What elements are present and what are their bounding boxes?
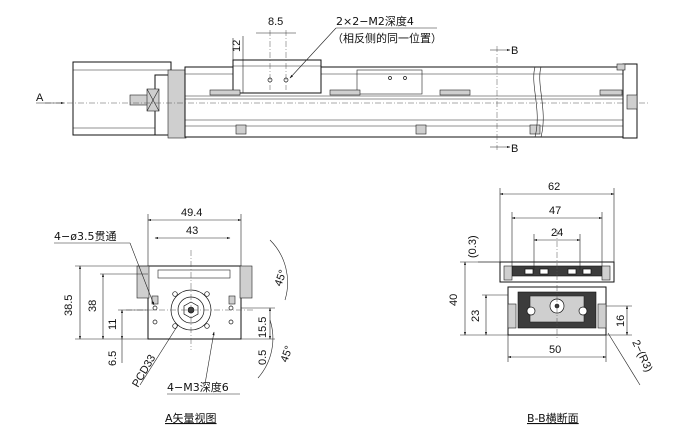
a-view: 49.4 43 4−ø3.5贯通 38.5 38 11 6.5 15.5 0.5…: [54, 207, 296, 425]
tapped-hole-note-sub: （相反侧的同一位置）: [332, 31, 442, 45]
dim-8-5: 8.5: [268, 16, 283, 28]
dim-0-3: (0.3): [467, 235, 479, 258]
tapped-hole-note: 2×2−M2深度4: [336, 14, 414, 28]
b-section-title: B-B横断面: [527, 411, 579, 425]
dim-38-5: 38.5: [63, 295, 75, 316]
radius-note: 2−(R3): [629, 338, 654, 374]
thru-hole-note: 4−ø3.5贯通: [54, 230, 116, 243]
section-b-bottom: B: [511, 143, 518, 155]
dim-0-5: 0.5: [257, 350, 269, 365]
top-view: A B B 8.5 12 2×2−M2深度4 （相反侧的同一位置）: [36, 14, 650, 155]
angle-lower: 45°: [279, 344, 296, 364]
dim-49-4: 49.4: [181, 207, 202, 219]
b-section: 62 47 24 (0.3) 40 23 16 50 2−(R3): [448, 181, 654, 425]
dim-47: 47: [549, 205, 561, 217]
a-view-title: A矢量视图: [165, 411, 217, 425]
arrow-a-label: A: [36, 92, 44, 104]
section-b-top: B: [511, 45, 518, 57]
dim-12: 12: [231, 40, 243, 52]
tap-note: 4−M3深度6: [167, 380, 229, 394]
dim-24: 24: [551, 227, 563, 239]
dim-40: 40: [448, 294, 460, 306]
dim-15-5: 15.5: [257, 317, 269, 338]
dim-43: 43: [186, 225, 198, 237]
dim-11: 11: [107, 319, 119, 330]
dim-62: 62: [548, 181, 560, 193]
slider-block: [232, 59, 322, 94]
dim-50: 50: [549, 344, 561, 356]
dim-16: 16: [615, 315, 627, 327]
angle-upper: 45°: [273, 268, 290, 288]
pcd-label: PCD33: [130, 353, 158, 390]
dim-23: 23: [470, 310, 482, 322]
dim-38: 38: [87, 300, 99, 312]
dim-6-5: 6.5: [107, 351, 119, 366]
